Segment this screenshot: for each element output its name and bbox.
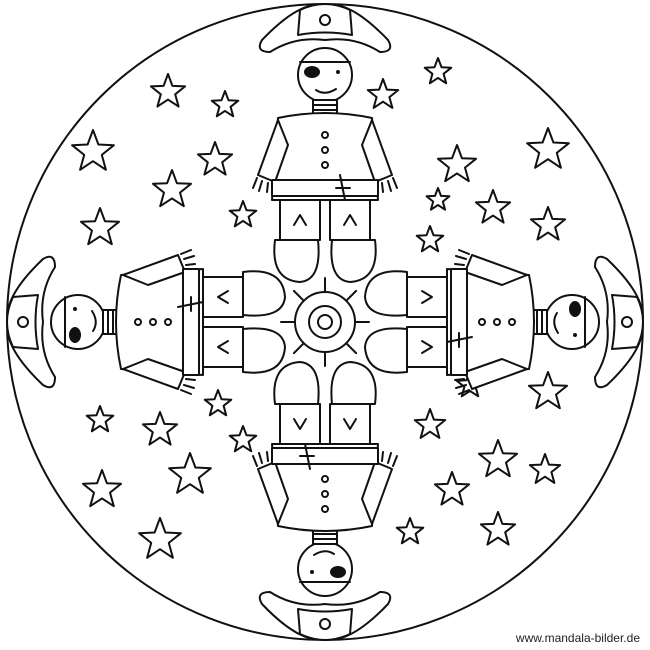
star xyxy=(196,141,234,176)
star xyxy=(82,469,122,508)
ship-wheel xyxy=(280,277,370,367)
star xyxy=(433,471,471,506)
star xyxy=(203,389,233,417)
star xyxy=(529,206,567,241)
star xyxy=(415,225,445,253)
star xyxy=(526,127,570,169)
wheel-ring xyxy=(317,314,333,330)
star xyxy=(479,511,517,546)
star xyxy=(228,200,258,228)
star xyxy=(152,169,192,208)
star xyxy=(478,439,518,478)
star xyxy=(210,90,240,118)
star xyxy=(413,408,447,439)
stars-group xyxy=(71,57,570,559)
star xyxy=(168,452,212,494)
star xyxy=(528,453,562,484)
watermark-text: www.mandala-bilder.de xyxy=(515,631,640,645)
star xyxy=(395,517,425,545)
star xyxy=(80,207,120,246)
star xyxy=(474,189,512,224)
star xyxy=(138,517,182,559)
star xyxy=(141,411,179,446)
star xyxy=(437,144,477,183)
star xyxy=(85,405,115,433)
star xyxy=(149,73,187,108)
star xyxy=(423,57,453,85)
star xyxy=(366,78,400,109)
star xyxy=(528,371,568,410)
star xyxy=(71,129,115,171)
star xyxy=(425,187,451,211)
star xyxy=(228,425,258,453)
